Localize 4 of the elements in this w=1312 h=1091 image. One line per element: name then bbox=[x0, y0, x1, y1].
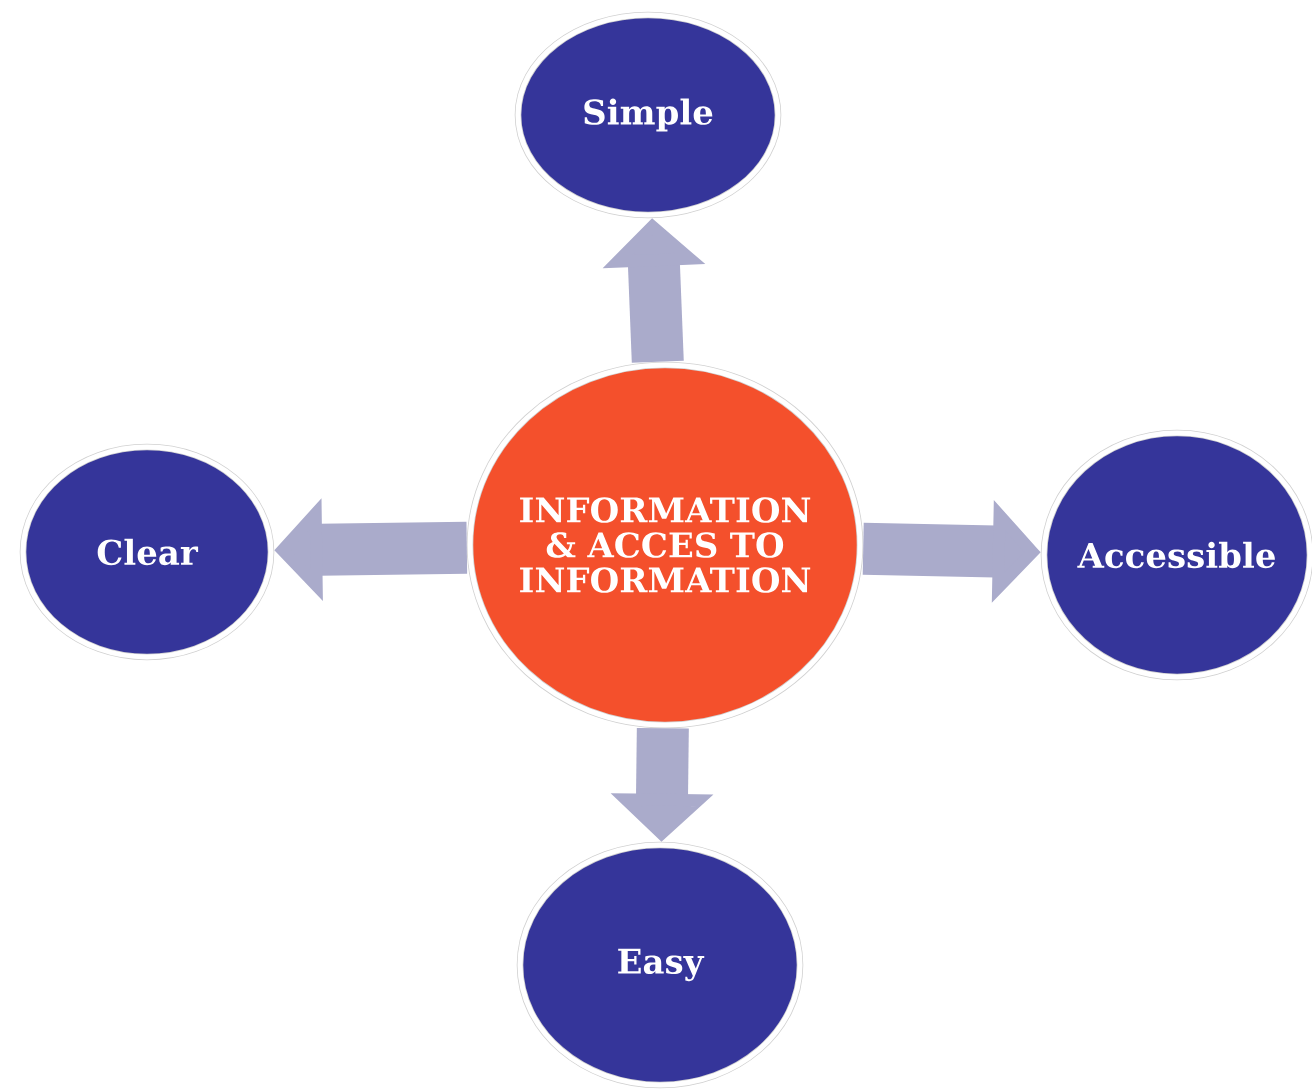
ellipse-node: Simple bbox=[514, 11, 782, 219]
ellipse-node: Easy bbox=[516, 841, 804, 1089]
ellipse-node: Clear bbox=[19, 443, 275, 661]
ellipse-node: Accessible bbox=[1040, 429, 1312, 681]
